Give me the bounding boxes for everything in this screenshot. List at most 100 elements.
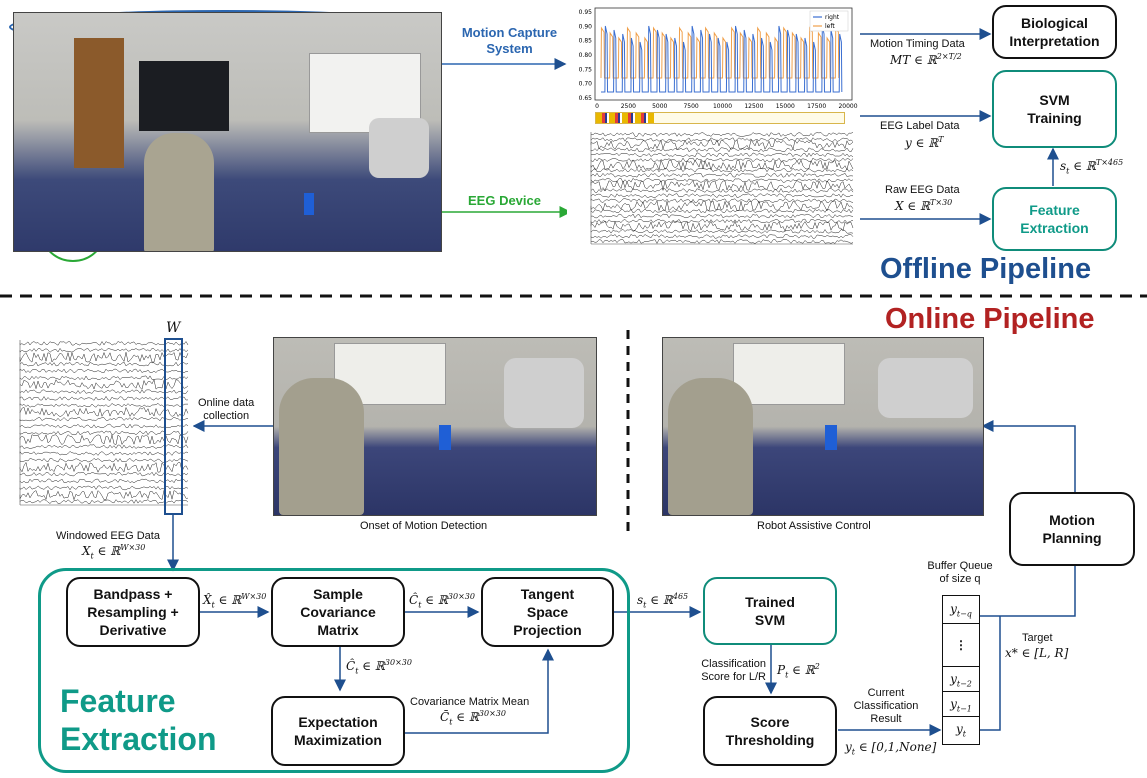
eeg-trace xyxy=(590,213,854,219)
eeg-trace xyxy=(19,389,189,394)
eeg-trace xyxy=(590,200,854,212)
eeg-trace xyxy=(19,485,189,491)
legend-label: left xyxy=(825,23,835,30)
buffer-queue: yt−q ⋮ yt−2 yt−1 yt xyxy=(942,595,980,745)
raw-eeg-panel xyxy=(567,128,859,258)
eeg-trace xyxy=(19,351,189,363)
eeg-trace xyxy=(19,347,189,353)
eeg-trace xyxy=(19,368,189,374)
eeg-trace xyxy=(19,471,189,477)
offline-pipeline-title: Offline Pipeline xyxy=(880,253,1092,285)
windowed-eeg-traces xyxy=(19,340,189,506)
cov-mean-label: Covariance Matrix Mean xyxy=(410,696,530,708)
motion-timing-math: MT ∈ ℝ2×T/2 xyxy=(890,52,962,67)
eeg-trace xyxy=(590,152,854,158)
eeg-trace xyxy=(590,187,854,193)
windowed-eeg-math: Xt ∈ ℝW×30 xyxy=(82,543,146,561)
x-tick-label: 12500 xyxy=(744,103,763,110)
x-tick-label: 15000 xyxy=(776,103,795,110)
eeg-trace xyxy=(590,139,854,151)
person xyxy=(279,378,364,515)
windowed-eeg-panel xyxy=(8,330,193,515)
feature-extraction-offline-box: Feature Extraction xyxy=(992,187,1117,251)
pt-math: Pt ∈ ℝ2 xyxy=(777,662,820,680)
series-right-line xyxy=(601,25,843,93)
onset-photo xyxy=(273,337,597,516)
eeg-trace xyxy=(590,208,854,214)
whiteboard xyxy=(733,343,845,405)
robot-photo xyxy=(662,337,984,516)
queue-cell: yt xyxy=(956,722,966,739)
eeg-trace xyxy=(19,375,189,381)
raw-eeg-math: X ∈ ℝT×30 xyxy=(895,198,953,213)
eeg-label-data-label: EEG Label Data xyxy=(880,120,960,132)
queue-cell: yt−1 xyxy=(943,692,979,717)
eeg-trace xyxy=(19,430,189,436)
eeg-trace xyxy=(19,444,189,449)
window-label: W xyxy=(166,320,181,336)
eeg-trace xyxy=(19,458,189,463)
x-tick-label: 10000 xyxy=(713,103,732,110)
robot-arm xyxy=(504,358,584,428)
robot-arm xyxy=(369,118,429,178)
x-tick-label: 7500 xyxy=(683,103,698,110)
eeg-trace xyxy=(19,402,188,408)
online-pipeline-title: Online Pipeline xyxy=(885,303,1095,335)
target-math: x* ∈ [L, R] xyxy=(1005,646,1069,660)
eeg-trace xyxy=(590,147,854,153)
raw-eeg-label: Raw EEG Data xyxy=(885,184,960,196)
expectation-maximization-box: Expectation Maximization xyxy=(271,696,405,766)
blue-cube xyxy=(304,193,314,215)
x-tick-label: 5000 xyxy=(652,103,667,110)
chat2-math: Ĉt ∈ ℝ30×30 xyxy=(346,658,412,676)
y-tick-label: 0.95 xyxy=(579,9,593,16)
eeg-trace xyxy=(19,395,189,401)
whiteboard xyxy=(309,53,421,133)
y-tick-label: 0.90 xyxy=(579,23,593,30)
motion-planning-box: Motion Planning xyxy=(1009,492,1135,566)
bandpass-box: Bandpass + Resampling + Derivative xyxy=(66,577,200,647)
biological-interpretation-box: Biological Interpretation xyxy=(992,5,1117,59)
eeg-trace xyxy=(19,434,189,446)
current-result-label: Current Classification Result xyxy=(853,687,919,725)
st-offline-math: st ∈ ℝT×465 xyxy=(1060,158,1124,176)
online-data-collection-label: Online data collection xyxy=(198,397,255,422)
eeg-trace xyxy=(590,178,854,183)
eeg-trace xyxy=(590,172,854,178)
legend-label: right xyxy=(825,14,840,21)
yt-result-math: yt ∈ [0,1,None] xyxy=(845,740,937,757)
st-online-math: st ∈ ℝ465 xyxy=(637,592,689,610)
eeg-trace xyxy=(590,159,854,171)
y-tick-label: 0.85 xyxy=(579,38,593,45)
robot-arm xyxy=(878,358,973,418)
y-tick-label: 0.70 xyxy=(579,81,593,88)
chat-math: Ĉt ∈ ℝ30×30 xyxy=(409,592,475,610)
eeg-trace xyxy=(19,406,189,418)
raw-eeg-traces xyxy=(590,132,854,245)
x-tick-label: 17500 xyxy=(807,103,826,110)
eeg-trace xyxy=(590,157,854,163)
feature-extraction-title: Feature Extraction xyxy=(60,683,217,757)
person xyxy=(144,133,214,251)
motion-timing-label: Motion Timing Data xyxy=(870,38,965,50)
buffer-queue-label: Buffer Queue of size q xyxy=(927,560,993,585)
eeg-trace xyxy=(19,489,189,501)
eeg-trace xyxy=(590,198,854,204)
svm-training-box: SVM Training xyxy=(992,70,1117,148)
window-highlight xyxy=(164,338,183,515)
y-tick-label: 0.75 xyxy=(579,66,593,73)
eeg-trace xyxy=(19,416,189,422)
eeg-trace xyxy=(590,228,854,234)
eeg-trace xyxy=(590,137,854,142)
eeg-trace xyxy=(19,423,189,429)
queue-cell: ⋮ xyxy=(943,624,979,667)
eeg-trace xyxy=(590,179,854,191)
eeg-trace xyxy=(19,450,189,456)
queue-cell: yt−q xyxy=(943,596,979,624)
eeg-trace xyxy=(590,220,854,232)
eeg-trace xyxy=(19,340,189,346)
eeg-trace xyxy=(590,234,854,239)
x-tick-label: 20000 xyxy=(838,103,857,110)
eeg-trace xyxy=(19,478,189,484)
trained-svm-box: Trained SVM xyxy=(703,577,837,645)
